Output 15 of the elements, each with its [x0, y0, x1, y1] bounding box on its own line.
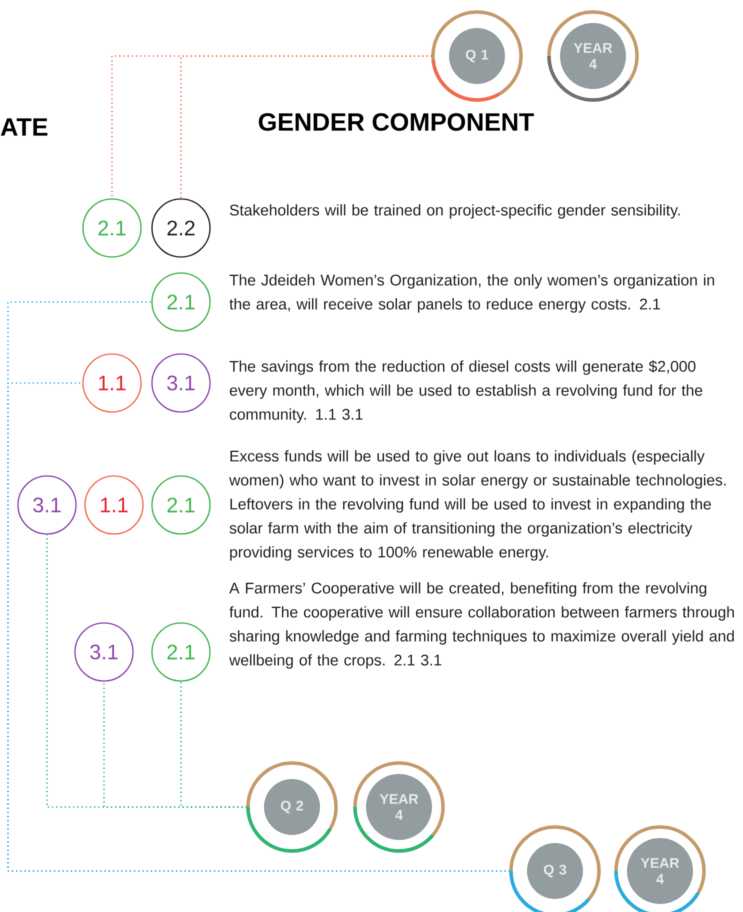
period-badge: YEAR 4	[353, 761, 445, 853]
heading: GENDER COMPONENT	[258, 113, 534, 131]
description-text: Stakeholders will be trained on project-specific gender sensibility.	[230, 204, 680, 219]
period-badge: Q 3	[509, 825, 601, 912]
description-text: A Farmers’ Cooperative will be created, benefiting from the revolving fund. The cooperative will ensure collaboration between farmers through sharing knowledge and farming techniques to maximize overall yield and wellbeing of the crops. 2.1 3.1	[229, 582, 734, 669]
heading: ATE	[0, 118, 48, 136]
connector-line	[180, 680, 248, 808]
period-badge: YEAR 4	[614, 825, 706, 912]
description-text: Excess funds will be used to give out loans to individuals (especially women) who want to invest in solar energy or sustainable technologies. Leftovers in the revolving fund will be used to invest in expanding the solar farm with the aim of transitioning the organization’s electricity providing services to 100% renewable energy.	[229, 450, 726, 561]
period-badge: Q 1	[431, 10, 523, 102]
period-badge: Q 2	[246, 761, 338, 853]
period-badge: YEAR 4	[547, 10, 639, 102]
description-text: The Jdeideh Women’s Organization, the only women’s organization in the area, will receive solar panels to reduce energy costs. 2.1	[229, 274, 714, 313]
connector-line	[180, 55, 432, 200]
description-text: The savings from the reduction of diesel costs will generate $2,000 every month, which will be used to establish a revolving fund for the community. 1.1 3.1	[230, 360, 702, 423]
